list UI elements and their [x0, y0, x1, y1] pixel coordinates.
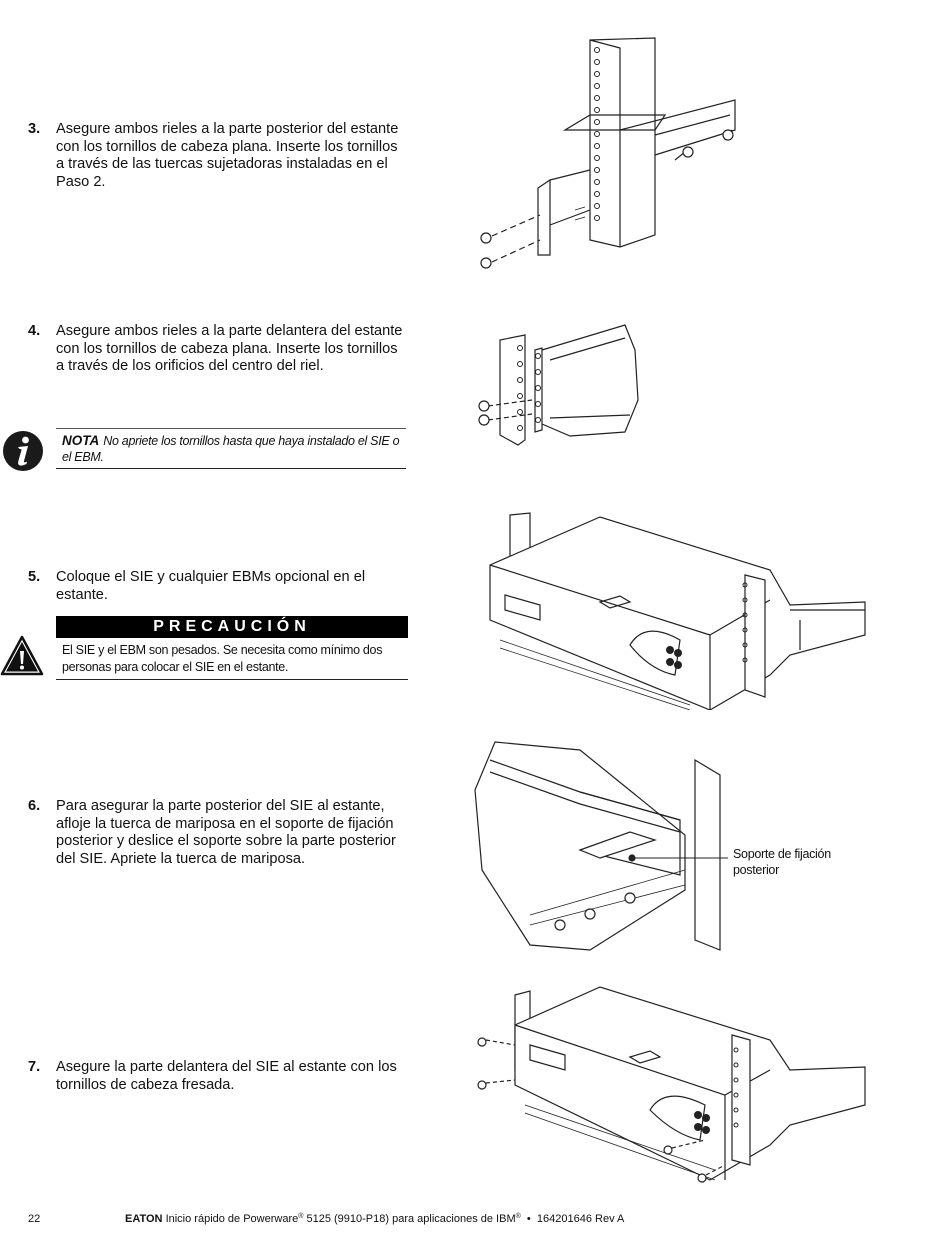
step-text: Asegure la parte delantera del SIE al es…	[56, 1059, 397, 1093]
step-4: 4. Asegure ambos rieles a la parte delan…	[28, 323, 408, 376]
step-7: 7. Asegure la parte delantera del SIE al…	[28, 1059, 408, 1094]
step-text: Asegure ambos rieles a la parte posterio…	[56, 121, 399, 190]
caution-text: El SIE y el EBM son pesados. Se necesita…	[56, 638, 408, 680]
step-5: 5. Coloque el SIE y cualquier EBMs opcio…	[28, 569, 408, 604]
step-number: 3.	[28, 121, 41, 137]
rear-rail-illustration	[470, 30, 750, 285]
footer-doc-number: 164201646 Rev A	[536, 1213, 625, 1225]
info-icon	[2, 430, 44, 477]
note-keyword: NOTA	[62, 433, 100, 448]
page-number: 22	[28, 1213, 41, 1225]
note-text: No apriete los tornillos hasta que haya …	[62, 434, 400, 464]
step-text: Coloque el SIE y cualquier EBMs opcional…	[56, 569, 366, 603]
rear-bracket-illustration	[470, 740, 730, 960]
caution-box: PRECAUCIÓN El SIE y el EBM son pesados. …	[56, 616, 408, 680]
step-number: 4.	[28, 323, 41, 339]
step-number: 5.	[28, 569, 41, 585]
ups-in-rack-illustration	[470, 510, 870, 715]
front-screws-illustration	[470, 985, 870, 1190]
step-number: 7.	[28, 1059, 41, 1075]
footer-bullet: •	[526, 1213, 531, 1225]
footer-title-a: Inicio rápido de Powerware	[165, 1213, 299, 1225]
step-3: 3. Asegure ambos rieles a la parte poste…	[28, 121, 408, 191]
rear-bracket-callout: Soporte de fijación posterior	[733, 847, 831, 877]
footer-brand: EATON	[125, 1213, 163, 1225]
footer-title-b: 5125 (9910-P18) para aplicaciones de IBM	[306, 1213, 516, 1225]
warning-icon	[0, 634, 44, 683]
caution-title: PRECAUCIÓN	[56, 616, 408, 638]
registered-mark: ®	[298, 1213, 304, 1220]
step-number: 6.	[28, 798, 41, 814]
front-rail-illustration	[470, 320, 650, 455]
step-text: Para asegurar la parte posterior del SIE…	[56, 798, 396, 867]
step-6: 6. Para asegurar la parte posterior del …	[28, 798, 408, 868]
footer-title: EATON Inicio rápido de Powerware® 5125 (…	[125, 1212, 624, 1226]
registered-mark: ®	[515, 1213, 521, 1220]
step-text: Asegure ambos rieles a la parte delanter…	[56, 323, 403, 375]
